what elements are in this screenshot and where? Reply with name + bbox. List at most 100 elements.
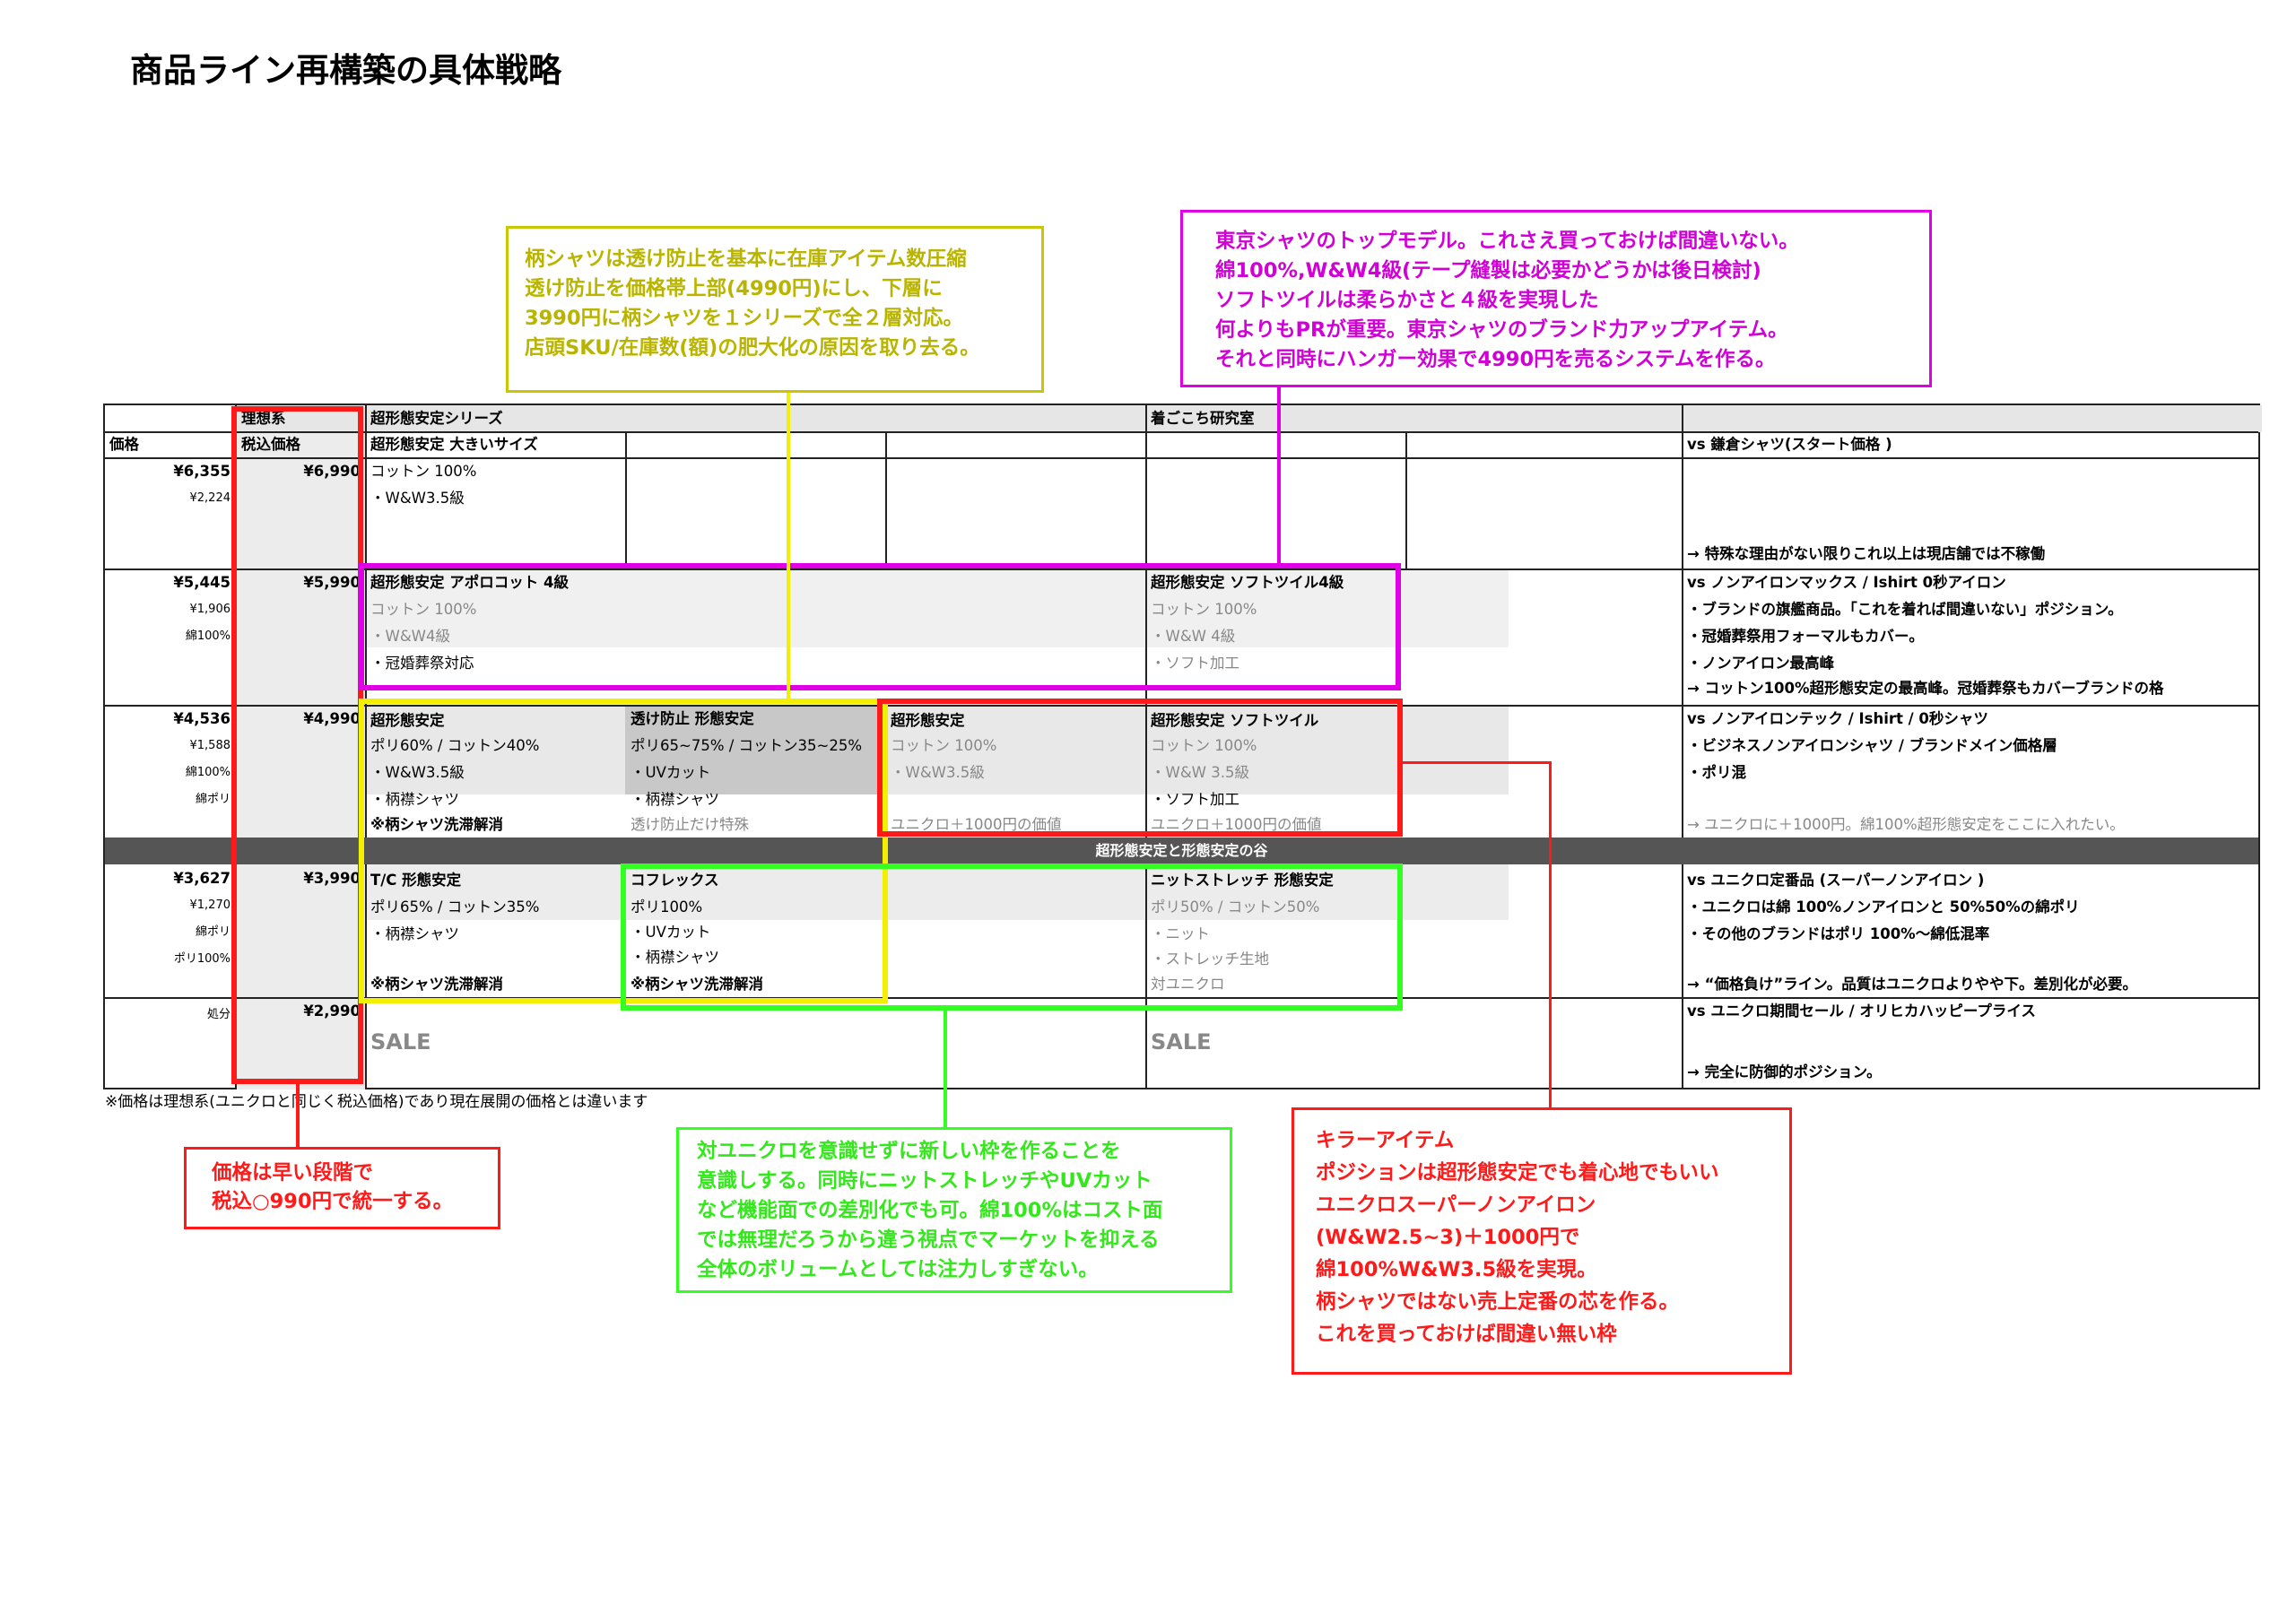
red-note-right: キラーアイテムポジションは超形態安定でも着心地でもいいユニクロスーパーノンアイロ… — [1292, 1107, 1792, 1375]
row2-shade — [365, 570, 1509, 647]
connector — [787, 393, 790, 701]
note: ・ビジネスノンアイロンシャツ / ブランドメイン価格層 — [1687, 737, 2057, 754]
magenta-note: 東京シャツのトップモデル。これさえ買っておけば間違いない。綿100%,W&W4級… — [1180, 210, 1932, 387]
red-frame-row3 — [877, 699, 1403, 837]
spec: ・ニット — [1151, 925, 1210, 942]
tax-price: ¥6,990 — [303, 463, 361, 480]
note: ・ブランドの旗艦商品。「これを着れば間違いない」ポジション。 — [1687, 601, 2123, 618]
spec: ・柄襟シャツ — [370, 791, 459, 808]
spec: コットン 100% — [1151, 737, 1257, 754]
price: ¥4,536 — [173, 710, 230, 727]
price-sub: 綿100% — [185, 629, 230, 643]
spec: ※柄シャツ洗滞解消 — [370, 816, 504, 833]
note: ・ポリ混 — [1687, 764, 1746, 781]
vs-label: vs ユニクロ期間セール / オリヒカハッピープライス — [1687, 1002, 2036, 1020]
tax-price: ¥2,990 — [303, 1002, 361, 1020]
header-big-size: 超形態安定 大きいサイズ — [370, 436, 538, 453]
tax-price: ¥4,990 — [303, 710, 361, 727]
spec: ・ソフト加工 — [1151, 655, 1239, 672]
item-title: 超形態安定 アポロコット 4級 — [370, 574, 569, 591]
note: ・冠婚葬祭用フォーマルもカバー。 — [1687, 628, 1924, 645]
price-sub: ¥1,588 — [189, 739, 231, 752]
connector — [1549, 761, 1552, 1107]
note: → 特殊な理由がない限りこれ以上は現店舗では不稼働 — [1687, 545, 2046, 562]
row3-shade-dark — [625, 707, 885, 794]
price-sub: 綿ポリ — [195, 793, 230, 806]
vs-label: vs ノンアイロンテック / Ishirt / 0秒シャツ — [1687, 710, 1988, 727]
spec: ポリ65~75% / コットン35~25% — [631, 737, 863, 754]
note: ・その他のブランドはポリ 100%〜綿低混率 — [1687, 925, 1990, 942]
note: ・ノンアイロン最高峰 — [1687, 655, 1835, 672]
price: ¥3,627 — [173, 870, 230, 887]
sale-label: SALE — [370, 1029, 431, 1055]
green-note: 対ユニクロを意識せずに新しい枠を作ることを意識しする。同時にニットストレッチやU… — [676, 1127, 1232, 1293]
spec: ・W&W4級 — [370, 628, 450, 645]
item-title: 超形態安定 — [370, 712, 445, 729]
spec: ・ストレッチ生地 — [1151, 950, 1269, 968]
header-vs: vs 鎌倉シャツ(スタート価格 ) — [1687, 436, 1892, 453]
spec: ・冠婚葬祭対応 — [370, 655, 474, 672]
spec: ・ソフト加工 — [1151, 791, 1239, 808]
price-sub: ポリ100% — [173, 952, 230, 966]
header-bg — [235, 405, 2262, 432]
spec: コットン 100% — [1151, 601, 1257, 618]
spec: ・柄襟シャツ — [370, 925, 459, 942]
price-sub: 綿ポリ — [195, 925, 230, 939]
green-frame-row4 — [621, 864, 1403, 1011]
item-title: 超形態安定 — [891, 712, 965, 729]
item-title: コフレックス — [631, 872, 719, 889]
item-title: ニットストレッチ 形態安定 — [1151, 872, 1334, 889]
sale-label: SALE — [1151, 1029, 1212, 1055]
price-sub: ¥1,270 — [189, 898, 231, 912]
connector — [296, 1084, 300, 1149]
spec: コットン 100% — [370, 463, 477, 480]
spec: ・W&W 3.5級 — [1151, 764, 1249, 781]
spec: ・W&W 4級 — [1151, 628, 1236, 645]
price-sub: 処分 — [206, 1008, 230, 1021]
item-title: 超形態安定 ソフトツイル4級 — [1151, 574, 1344, 591]
spec: ポリ50% / コットン50% — [1151, 898, 1320, 916]
connector — [1277, 387, 1281, 565]
header-series2: 着ごこち研究室 — [1151, 410, 1255, 427]
connector — [1403, 761, 1552, 764]
spec: ※柄シャツ洗滞解消 — [370, 976, 504, 993]
tax-price: ¥5,990 — [303, 574, 361, 591]
spec: 対ユニクロ — [1151, 976, 1225, 993]
product-line-table: 理想系 超形態安定シリーズ 着ごこち研究室 価格 税込価格 超形態安定 大きいサ… — [103, 404, 2262, 1089]
spec: ポリ100% — [631, 898, 703, 916]
note: → コットン100%超形態安定の最高峰。冠婚葬祭もカバーブランドの格 — [1687, 680, 2164, 697]
note: → ユニクロに＋1000円。綿100%超形態安定をここに入れたい。 — [1687, 816, 2125, 833]
tax-price: ¥3,990 — [303, 870, 361, 887]
spec: ・W&W3.5級 — [370, 764, 465, 781]
price-sub: 綿100% — [185, 766, 230, 779]
price-sub: ¥2,224 — [189, 491, 231, 505]
note: → 完全に防御的ポジション。 — [1687, 1063, 1882, 1081]
spec: コットン 100% — [891, 737, 997, 754]
spec: ユニクロ＋1000円の価値 — [891, 816, 1062, 833]
spec: ・UVカット — [631, 764, 711, 781]
spec: ・柄襟シャツ — [631, 791, 719, 808]
header-ideal: 理想系 — [241, 410, 286, 427]
note: ・ユニクロは綿 100%ノンアイロンと 50%50%の綿ポリ — [1687, 898, 2080, 916]
spec: 透け防止だけ特殊 — [631, 816, 749, 833]
red-note-left: 価格は早い段階で税込○990円で統一する。 — [184, 1147, 500, 1229]
spec: ※柄シャツ洗滞解消 — [631, 976, 764, 993]
row3-shade — [365, 707, 1509, 794]
footnote: ※価格は理想系(ユニクロと同じく税込価格)であり現在展開の価格とは違います — [105, 1093, 648, 1111]
price: ¥5,445 — [173, 574, 230, 591]
item-title: T/C 形態安定 — [370, 872, 462, 889]
price: ¥6,355 — [173, 463, 230, 480]
tax-column-bg — [235, 432, 365, 1089]
vs-label: vs ユニクロ定番品 (スーパーノンアイロン ) — [1687, 872, 1985, 889]
price-sub: ¥1,906 — [189, 603, 231, 616]
spec: ポリ60% / コットン40% — [370, 737, 540, 754]
red-frame-tax-column — [231, 406, 363, 1084]
olive-note: 柄シャツは透け防止を基本に在庫アイテム数圧縮透け防止を価格帯上部(4990円)に… — [506, 226, 1044, 393]
spec: ポリ65% / コットン35% — [370, 898, 540, 916]
vs-label: vs ノンアイロンマックス / Ishirt 0秒アイロン — [1687, 574, 2006, 591]
magenta-frame-row2 — [359, 563, 1401, 690]
spec: ・W&W3.5級 — [370, 490, 465, 507]
header-series1: 超形態安定シリーズ — [370, 410, 503, 427]
item-title: 超形態安定 ソフトツイル — [1151, 712, 1319, 729]
note: → “価格負け”ライン。品質はユニクロよりやや下。差別化が必要。 — [1687, 976, 2137, 993]
